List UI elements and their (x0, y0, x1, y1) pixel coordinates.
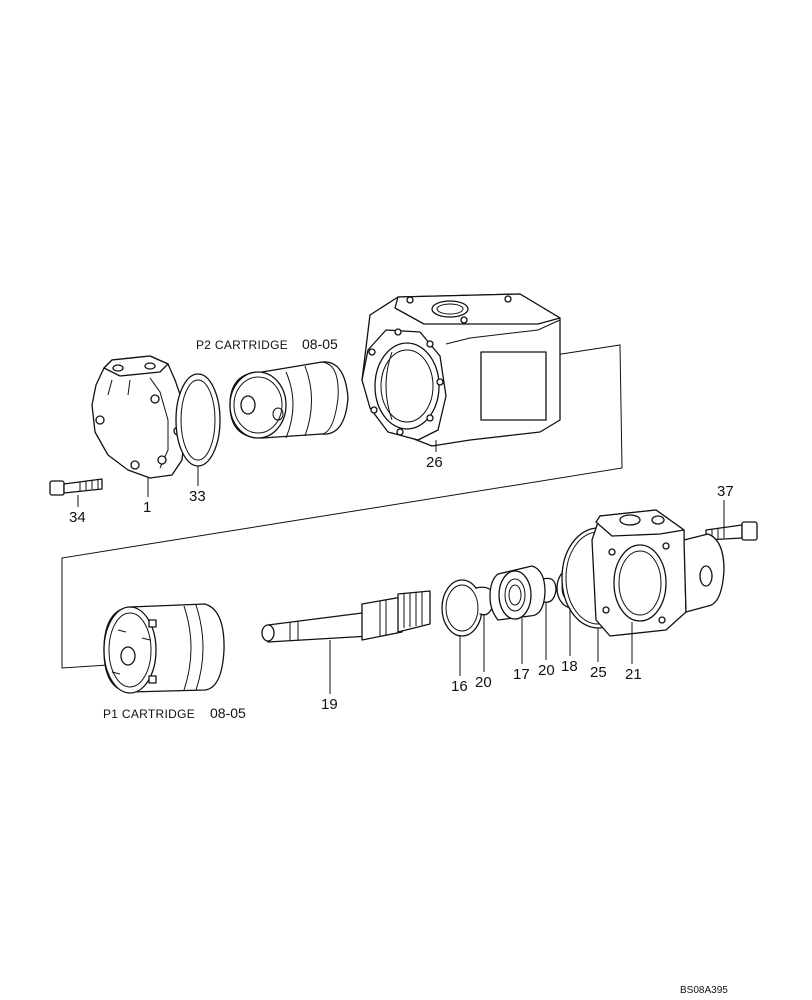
part-16-snap-ring (441, 579, 483, 637)
leader-lines (77, 440, 725, 694)
callout-21: 21 (625, 666, 642, 683)
p1-cartridge-drawing (103, 603, 225, 694)
part-1-end-cover (91, 355, 186, 479)
callout-26: 26 (426, 454, 443, 471)
part-19-shaft (261, 590, 431, 643)
p2-cartridge-drawing (229, 361, 349, 439)
callout-18: 18 (561, 658, 578, 675)
callout-25: 25 (590, 664, 607, 681)
p1-cartridge-ref: 08-05 (210, 705, 246, 721)
callout-16: 16 (451, 678, 468, 695)
callout-20-a: 20 (475, 674, 492, 691)
callout-19: 19 (321, 696, 338, 713)
p1-cartridge-label: P1 CARTRIDGE (103, 707, 195, 721)
part-37-bolt (705, 521, 758, 541)
part-26-pump-housing (361, 293, 561, 447)
callout-37: 37 (717, 483, 734, 500)
callout-1: 1 (143, 499, 151, 516)
part-34-bolt (49, 478, 103, 496)
callout-34: 34 (69, 509, 86, 526)
callout-33: 33 (189, 488, 206, 505)
callout-20-b: 20 (538, 662, 555, 679)
part-21-mounting-flange (591, 509, 725, 637)
drawing-code: BS08A395 (680, 985, 728, 996)
p2-cartridge-ref: 08-05 (302, 336, 338, 352)
callout-17: 17 (513, 666, 530, 683)
p2-cartridge-label: P2 CARTRIDGE (196, 338, 288, 352)
part-33-seal-ring (175, 373, 221, 467)
part-17-bearing (489, 565, 546, 621)
assembly-guide-lines (61, 344, 623, 669)
